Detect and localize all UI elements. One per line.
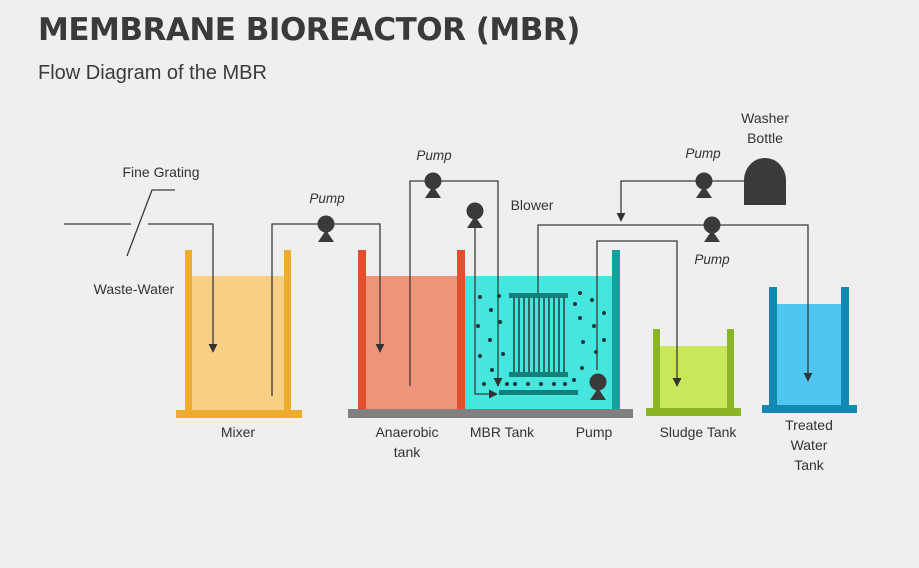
- washer-line: [616, 180, 744, 222]
- membrane-module: [509, 293, 568, 377]
- anaerobic-tank: [358, 250, 465, 409]
- sludge-line: [596, 240, 682, 387]
- mbr-tank: [465, 250, 620, 409]
- pump-bottom-label: Pump: [576, 424, 613, 440]
- washer-bottle-icon: [744, 158, 786, 205]
- blower-label: Blower: [511, 197, 554, 213]
- mbr-right-wall: [612, 250, 620, 409]
- blower-icon: [466, 202, 484, 228]
- pipes: [64, 180, 813, 399]
- blower-air-line: [474, 222, 498, 399]
- sludge-liquid: [660, 346, 727, 408]
- membrane-fibers: [513, 298, 565, 372]
- treated-liquid: [777, 304, 841, 405]
- treated-base: [762, 405, 857, 413]
- pump-treated-icon: [703, 216, 721, 242]
- pump-mixer-label: Pump: [309, 191, 345, 206]
- treated-label-line3: Tank: [794, 457, 825, 473]
- anaerobic-label-line2: tank: [394, 444, 421, 460]
- mixer-right-wall: [284, 250, 291, 410]
- anaerobic-label-line1: Anaerobic: [375, 424, 438, 440]
- page-title: MEMBRANE BIOREACTOR (MBR): [38, 12, 580, 48]
- anaerobic-to-mbr: [409, 180, 503, 387]
- sludge-left-wall: [653, 329, 660, 408]
- page-subtitle: Flow Diagram of the MBR: [38, 62, 267, 84]
- pump-mixer-icon: [317, 215, 335, 242]
- treated-left-wall: [769, 287, 777, 405]
- sludge-base: [646, 408, 741, 416]
- anaerobic-left-wall: [358, 250, 366, 409]
- anaerobic-mbr-base: [348, 409, 633, 418]
- sludge-right-wall: [727, 329, 734, 408]
- fine-grating-label: Fine Grating: [122, 164, 199, 180]
- membrane-top-bar: [509, 293, 568, 298]
- mbr-tank-label: MBR Tank: [470, 424, 535, 440]
- aerator-bar: [499, 390, 578, 395]
- pump-sludge-icon: [589, 373, 607, 400]
- anaerobic-liquid: [366, 276, 457, 409]
- mixer-tank: [176, 250, 302, 418]
- pump-washer-label: Pump: [685, 146, 721, 161]
- pump-anaerobic-label: Pump: [416, 148, 452, 163]
- pump-anaerobic-icon: [424, 172, 442, 198]
- fine-grating: [126, 189, 175, 257]
- mixer-base: [176, 410, 302, 418]
- air-bubbles: [476, 291, 606, 386]
- treated-label-line2: Water: [791, 437, 828, 453]
- washer-label-line2: Bottle: [747, 130, 783, 146]
- treated-right-wall: [841, 287, 849, 405]
- treated-label-line1: Treated: [785, 417, 833, 433]
- permeate-line: [537, 224, 813, 382]
- inlet-to-mixer: [148, 223, 218, 353]
- sludge-tank-label: Sludge Tank: [660, 424, 738, 440]
- mixer-liquid: [192, 276, 284, 410]
- anaerobic-right-wall: [457, 250, 465, 409]
- mixer-label: Mixer: [221, 424, 256, 440]
- washer-label-line1: Washer: [741, 110, 789, 126]
- sludge-tank: [646, 329, 741, 416]
- pump-washer-icon: [695, 172, 713, 198]
- waste-water-label: Waste-Water: [94, 281, 175, 297]
- treated-water-tank: [762, 287, 857, 413]
- pump-treated-label: Pump: [694, 252, 730, 267]
- mixer-left-wall: [185, 250, 192, 410]
- membrane-bottom-bar: [509, 372, 568, 377]
